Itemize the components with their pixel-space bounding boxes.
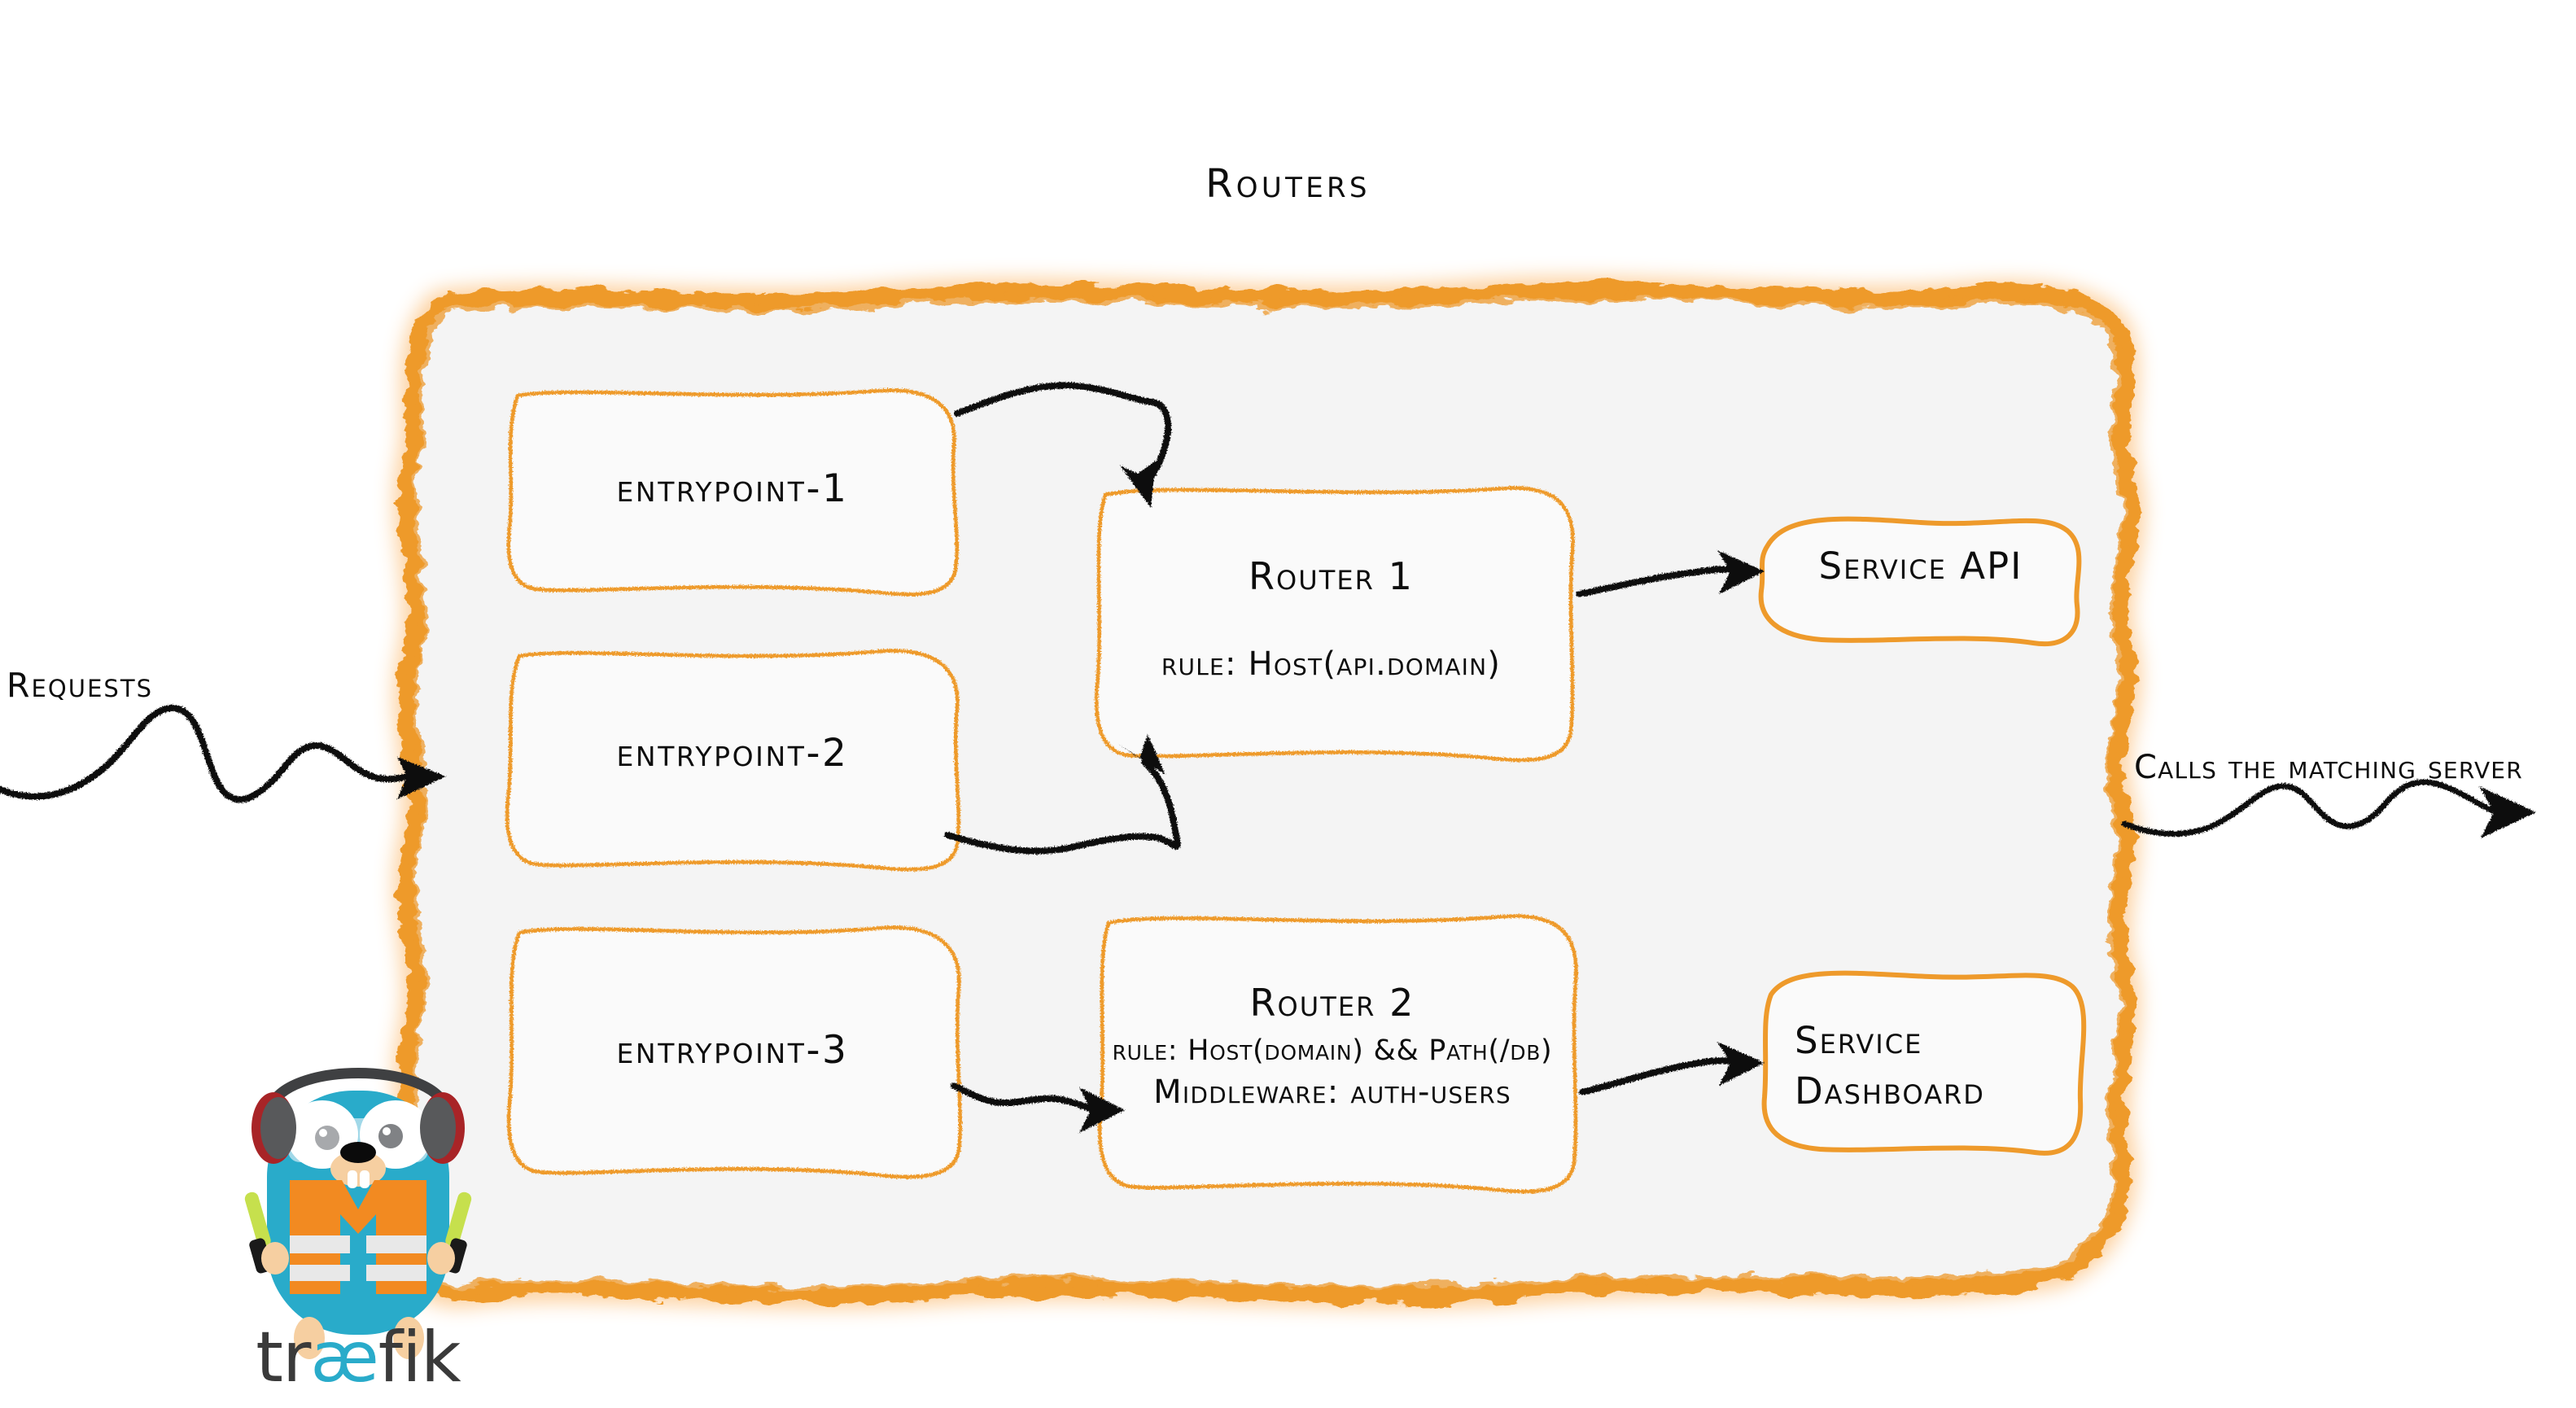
router-2-middleware: Middleware: auth-users <box>1153 1073 1511 1111</box>
arrow-router2-to-servicedashboard <box>1579 1042 1765 1095</box>
page-title: Routers <box>1205 161 1371 207</box>
entrypoint-2-label: entrypoint-2 <box>616 730 849 776</box>
svg-text:træfik: træfik <box>256 1317 461 1398</box>
service-dashboard-line-1: Service <box>1795 1018 1923 1062</box>
router-node-2[interactable]: Router 2 rule: Host(domain) && Path(/db)… <box>1100 916 1564 1176</box>
traefik-wordmark: træfik <box>256 1317 462 1398</box>
requests-label: Requests <box>7 666 154 705</box>
service-dashboard-line-2: Dashboard <box>1795 1069 1985 1113</box>
service-api-label: Service API <box>1818 544 2023 588</box>
entrypoint-node-3[interactable]: entrypoint-3 <box>513 928 952 1172</box>
router-node-1[interactable]: Router 1 rule: Host(api.domain) <box>1097 488 1565 749</box>
entrypoint-1-label: entrypoint-1 <box>616 466 849 511</box>
entrypoint-node-2[interactable]: entrypoint-2 <box>513 651 952 855</box>
entrypoint-node-1[interactable]: entrypoint-1 <box>513 391 952 586</box>
router-1-name: Router 1 <box>1248 554 1415 598</box>
router-1-rule: rule: Host(api.domain) <box>1161 645 1502 683</box>
service-node-dashboard[interactable]: Service Dashboard <box>1770 977 2071 1156</box>
entrypoint-3-label: entrypoint-3 <box>616 1027 849 1073</box>
arrow-entrypoint3-to-router2 <box>951 1082 1125 1133</box>
router-2-name: Router 2 <box>1249 981 1415 1025</box>
arrow-entrypoint2-to-router1 <box>944 734 1181 855</box>
service-node-api[interactable]: Service API <box>1770 517 2071 614</box>
calls-the-matching-server-label: Calls the matching server <box>2134 749 2523 786</box>
arrow-router1-to-serviceapi <box>1576 550 1765 597</box>
calls-arrow <box>2121 779 2536 838</box>
requests-arrow <box>0 705 446 803</box>
router-2-rule: rule: Host(domain) && Path(/db) <box>1112 1034 1553 1067</box>
